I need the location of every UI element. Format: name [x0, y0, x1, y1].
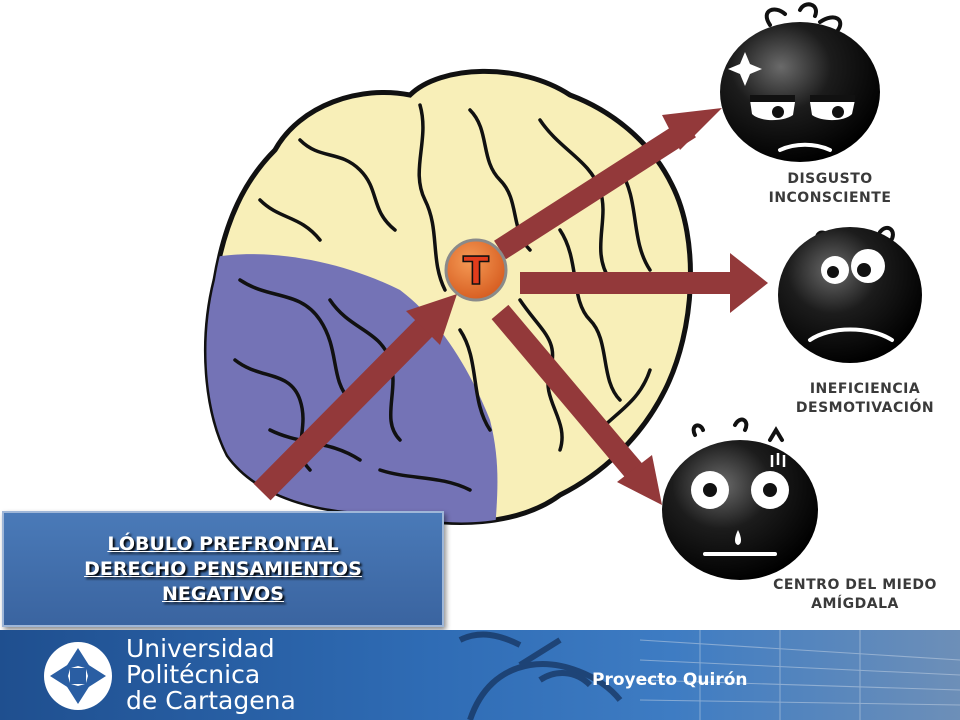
diagram-canvas: T [203, 2, 922, 580]
arrow-to-disgust [494, 108, 722, 260]
lobe-label-line: NEGATIVOS [162, 582, 284, 605]
arrow-to-center [253, 294, 457, 501]
annoyed-face-icon [720, 2, 880, 162]
worried-face-icon [778, 225, 922, 363]
building-watermark-icon [639, 630, 960, 720]
university-name: Universidad Politécnica de Cartagena [126, 634, 296, 715]
footer-banner: Universidad Politécnica de Cartagena Pro… [0, 630, 960, 720]
centaur-watermark-icon [458, 631, 623, 720]
arrows [253, 108, 768, 505]
university-logo-icon [44, 642, 112, 710]
arrow-to-inefficiency [520, 253, 768, 313]
scared-face-icon [662, 417, 818, 580]
lobe-label-line: DERECHO PENSAMIENTOS [84, 557, 362, 580]
center-node-letter: T [463, 249, 489, 293]
arrow-to-fear [491, 304, 662, 505]
project-name: Proyecto Quirón [592, 670, 748, 690]
lobe-label-line: LÓBULO PREFRONTAL [107, 532, 339, 555]
center-node: T [444, 238, 508, 302]
prefrontal-lobe-label-box: LÓBULO PREFRONTAL DERECHO PENSAMIENTOS N… [2, 511, 444, 627]
